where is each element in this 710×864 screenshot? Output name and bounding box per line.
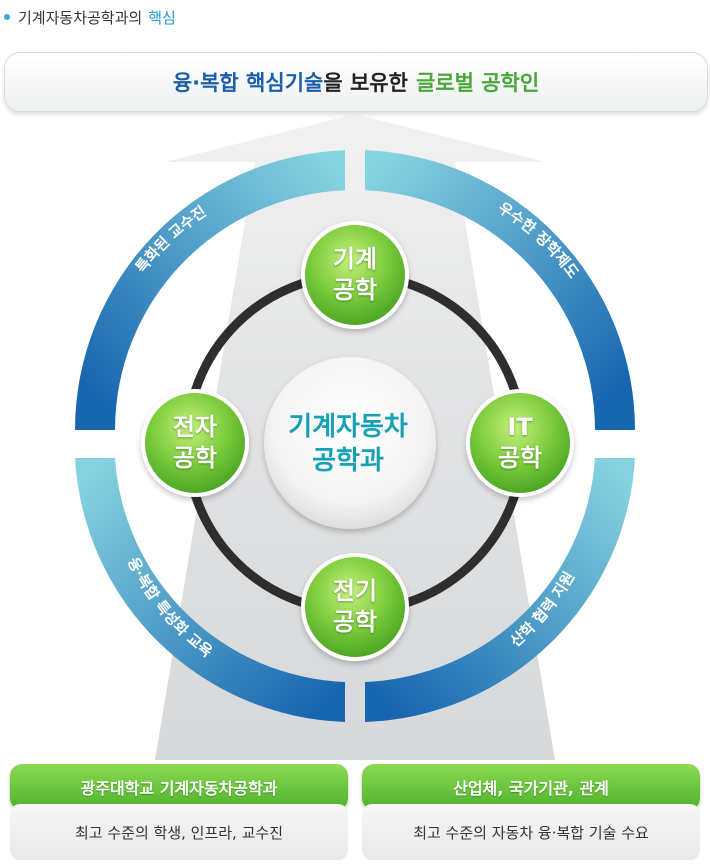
header-title: 기계자동차공학과의 [18, 8, 143, 27]
center-line1: 기계자동차 [288, 412, 408, 442]
panel-left-title: 광주대학교 기계자동차공학과 [10, 764, 348, 810]
center-circle [264, 357, 436, 529]
panel-right-body: 최고 수준의 자동차 융·복합 기술 수요 [362, 804, 700, 860]
node-left-label: 전자 공학 [172, 413, 218, 472]
ring-segment-bottom-left [75, 458, 345, 722]
node-left [141, 389, 249, 497]
node-right [466, 389, 574, 497]
center-label: 기계자동차 공학과 [263, 410, 433, 478]
ring-segment-bottom-right [365, 458, 635, 722]
ring-segment-top-right [365, 150, 635, 430]
bullet-icon [4, 14, 10, 20]
node-right-label: IT 공학 [497, 413, 543, 472]
node-bottom-label: 전기 공학 [332, 577, 378, 636]
section-header: 기계자동차공학과의 핵심 [4, 4, 176, 30]
banner-part1: 융·복합 핵심기술 [172, 71, 324, 95]
header-highlight: 핵심 [148, 8, 176, 27]
center-line2: 공학과 [312, 446, 384, 476]
panel-right-title: 산업체, 국가기관, 관계 [362, 764, 700, 810]
node-top [301, 221, 409, 329]
vision-banner: 융·복합 핵심기술 을 보유한 글로벌 공학인 [4, 52, 708, 112]
panel-left-body: 최고 수준의 학생, 인프라, 교수진 [10, 804, 348, 860]
banner-part3: 글로벌 공학인 [415, 71, 540, 95]
banner-part2: 을 보유한 [323, 71, 408, 95]
node-top-label: 기계 공학 [332, 245, 378, 304]
ring-segment-top-left [75, 150, 345, 430]
node-bottom [301, 553, 409, 661]
